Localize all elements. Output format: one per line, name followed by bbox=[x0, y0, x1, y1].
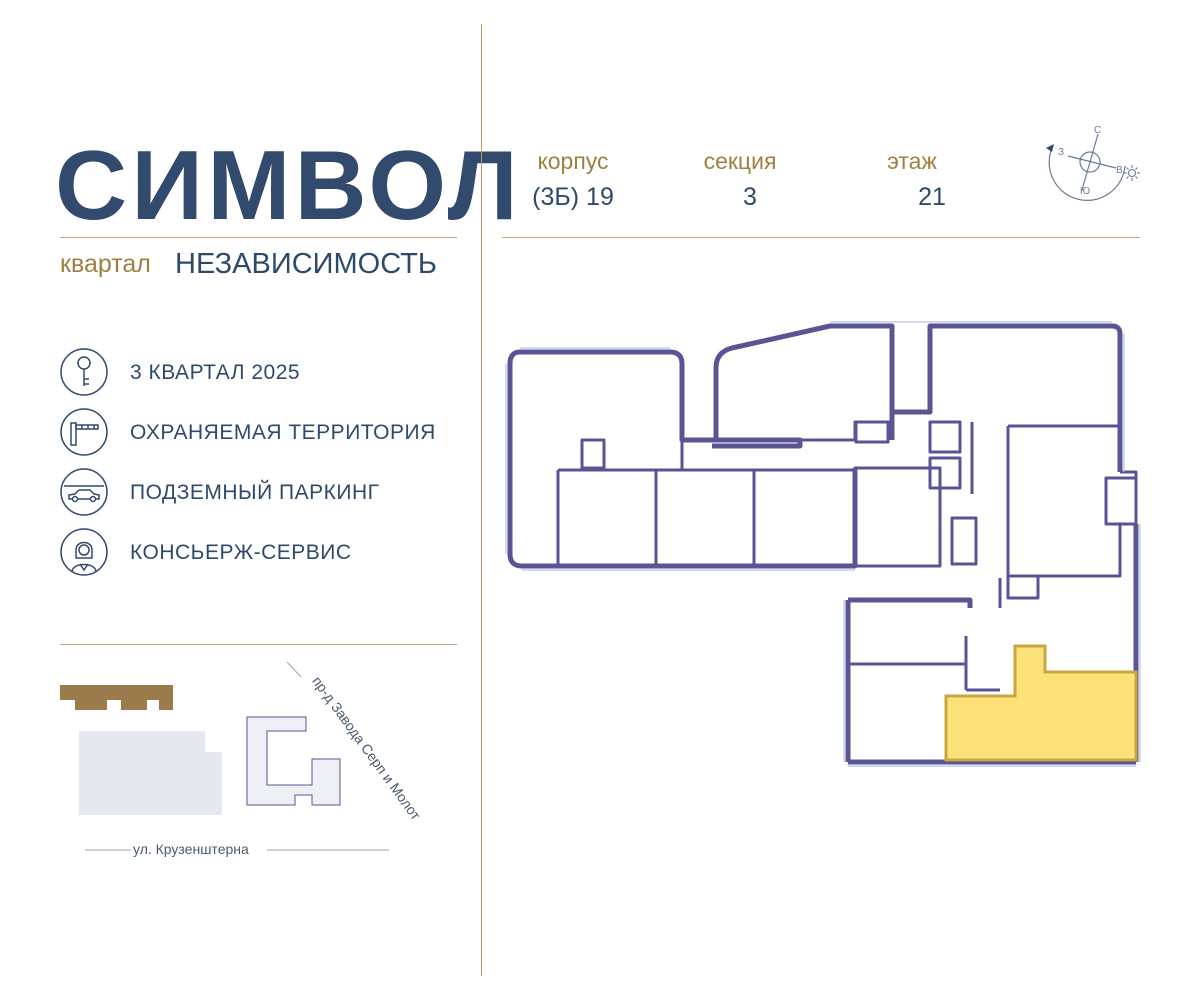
vertical-divider bbox=[481, 24, 482, 976]
car-icon bbox=[60, 468, 108, 516]
site-building-target bbox=[246, 716, 341, 806]
building-value: (3Б) 19 bbox=[532, 183, 614, 211]
key-icon bbox=[60, 348, 108, 396]
concierge-icon bbox=[60, 528, 108, 576]
feature-label: ПОДЗЕМНЫЙ ПАРКИНГ bbox=[130, 481, 380, 504]
feature-label: КОНСЬЕРЖ-СЕРВИС bbox=[130, 541, 352, 564]
feature-label: 3 КВАРТАЛ 2025 bbox=[130, 361, 301, 384]
highlighted-apartment[interactable] bbox=[944, 644, 1138, 762]
plan-wall bbox=[520, 349, 803, 449]
compass-west: З bbox=[1058, 147, 1064, 158]
compass-east: В bbox=[1116, 165, 1123, 176]
floor-value: 21 bbox=[918, 183, 946, 211]
floor-label: этаж bbox=[887, 148, 937, 174]
feature-item-parking: ПОДЗЕМНЫЙ ПАРКИНГ bbox=[60, 468, 460, 520]
feature-item-security: ОХРАНЯЕМАЯ ТЕРРИТОРИЯ bbox=[60, 408, 460, 460]
brand-title: СИМВОЛ bbox=[55, 130, 522, 240]
compass-south: Ю bbox=[1080, 186, 1090, 197]
divider-bottom-left bbox=[60, 644, 457, 645]
floor-plan bbox=[505, 321, 1141, 767]
divider-top-left bbox=[60, 237, 457, 238]
feature-item-completion: 3 КВАРТАЛ 2025 bbox=[60, 348, 460, 400]
site-map bbox=[60, 661, 389, 851]
feature-label: ОХРАНЯЕМАЯ ТЕРРИТОРИЯ bbox=[130, 421, 436, 444]
district-prefix: квартал bbox=[60, 250, 151, 278]
building-label: корпус bbox=[537, 148, 609, 174]
section-value: 3 bbox=[743, 183, 757, 211]
feature-item-concierge: КОНСЬЕРЖ-СЕРВИС bbox=[60, 528, 460, 580]
sun-icon bbox=[1124, 165, 1140, 181]
street-label-bottom: ул. Крузенштерна bbox=[133, 841, 249, 857]
barrier-icon bbox=[60, 408, 108, 456]
district-name: НЕЗАВИСИМОСТЬ bbox=[175, 248, 437, 280]
divider-top-right bbox=[502, 237, 1140, 238]
compass-north: С bbox=[1094, 125, 1101, 136]
site-building-grey bbox=[79, 731, 222, 815]
site-building-brown bbox=[60, 685, 173, 710]
section-label: секция bbox=[703, 148, 777, 174]
compass-icon: С З В Ю bbox=[1046, 125, 1140, 201]
